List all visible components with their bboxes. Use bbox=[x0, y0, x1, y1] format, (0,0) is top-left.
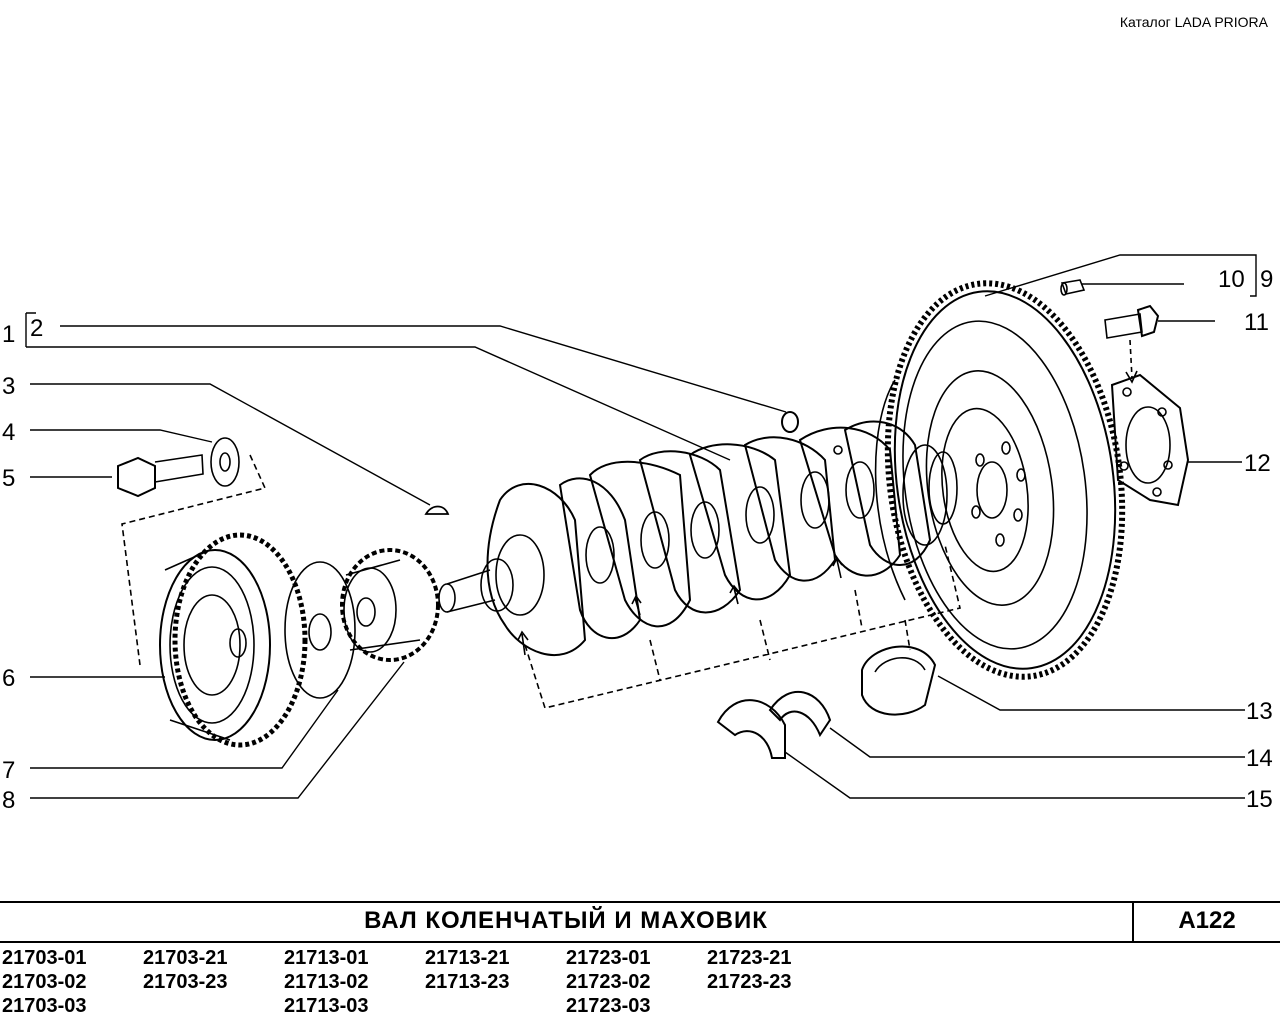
crankshaft-pulley bbox=[159, 532, 308, 748]
model-code: 21723-01 bbox=[566, 947, 651, 969]
model-column-3: 21713-01 21713-02 21713-03 bbox=[284, 946, 369, 1018]
flywheel bbox=[874, 280, 1126, 680]
crankshaft bbox=[438, 420, 958, 657]
callout-9: 9 bbox=[1260, 266, 1273, 293]
model-code: 21703-01 bbox=[2, 947, 87, 969]
model-code: 21703-23 bbox=[143, 971, 228, 993]
flywheel-plate bbox=[1110, 373, 1190, 507]
callout-4: 4 bbox=[2, 419, 15, 446]
crankshaft-plug bbox=[781, 411, 799, 433]
model-column-6: 21723-21 21723-23 bbox=[707, 946, 792, 994]
callout-7: 7 bbox=[2, 757, 15, 784]
model-code: 21723-03 bbox=[566, 995, 651, 1017]
callout-12: 12 bbox=[1244, 450, 1271, 477]
model-code: 21713-02 bbox=[284, 971, 369, 993]
toothed-pulley bbox=[340, 548, 440, 662]
model-code: 21713-23 bbox=[425, 971, 510, 993]
dowel-pin bbox=[1060, 279, 1086, 296]
title-bar: ВАЛ КОЛЕНЧАТЫЙ И МАХОВИК A122 bbox=[0, 901, 1280, 943]
callout-13: 13 bbox=[1246, 698, 1273, 725]
callout-3: 3 bbox=[2, 373, 15, 400]
assembly-dash bbox=[121, 454, 267, 666]
crankshaft-diagram: 1 2 3 4 5 6 7 8 9 10 11 12 13 14 15 bbox=[2, 254, 1273, 814]
thrust-half-ring-upper bbox=[768, 690, 832, 738]
callout-5: 5 bbox=[2, 465, 15, 492]
model-code: 21713-01 bbox=[284, 947, 369, 969]
model-column-4: 21713-21 21713-23 bbox=[425, 946, 510, 994]
pulley-bolt bbox=[117, 454, 204, 498]
figure-code: A122 bbox=[1178, 907, 1236, 934]
model-code: 21703-02 bbox=[2, 971, 87, 993]
callout-6: 6 bbox=[2, 665, 15, 692]
model-list: 21703-01 21703-02 21703-03 21703-21 2170… bbox=[0, 946, 1280, 1021]
page-title: ВАЛ КОЛЕНЧАТЫЙ И МАХОВИК bbox=[364, 907, 768, 934]
pulley-washer bbox=[210, 437, 240, 487]
model-code: 21723-23 bbox=[707, 971, 792, 993]
model-code: 21713-03 bbox=[284, 995, 369, 1017]
model-code: 21723-02 bbox=[566, 971, 651, 993]
callout-11: 11 bbox=[1244, 309, 1269, 336]
model-column-2: 21703-21 21703-23 bbox=[143, 946, 228, 994]
model-code: 21703-21 bbox=[143, 947, 228, 969]
model-code: 21703-03 bbox=[2, 995, 87, 1017]
model-code: 21713-21 bbox=[425, 947, 510, 969]
thrust-half-ring-lower bbox=[716, 699, 786, 759]
callout-14: 14 bbox=[1246, 745, 1273, 772]
model-code: 21723-21 bbox=[707, 947, 792, 969]
flywheel-bolt bbox=[1104, 304, 1160, 384]
catalog-label: Каталог LADA PRIORA bbox=[1119, 14, 1268, 30]
model-column-1: 21703-01 21703-02 21703-03 bbox=[2, 946, 87, 1018]
callout-1: 1 bbox=[2, 321, 15, 348]
callout-15: 15 bbox=[1246, 786, 1273, 813]
title-divider bbox=[1132, 903, 1134, 941]
woodruff-key bbox=[424, 505, 450, 515]
callout-10: 10 bbox=[1218, 266, 1245, 293]
main-bearing bbox=[861, 645, 937, 716]
bearing-bracket bbox=[524, 544, 961, 709]
thrust-washer bbox=[284, 561, 356, 699]
callout-2: 2 bbox=[30, 315, 43, 342]
callout-8: 8 bbox=[2, 787, 15, 814]
model-column-5: 21723-01 21723-02 21723-03 bbox=[566, 946, 651, 1018]
leader-lines bbox=[25, 254, 1257, 799]
